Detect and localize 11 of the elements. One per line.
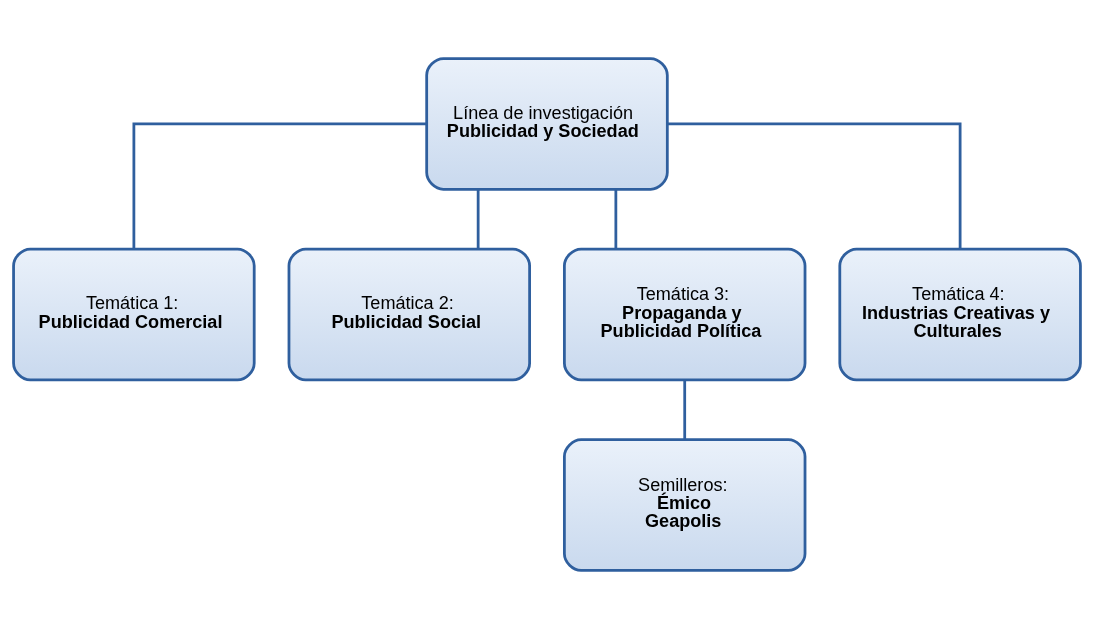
node-box: Línea de investigación Publicidad y Sociedad bbox=[425, 56, 669, 191]
node-box: Temática 4: Industrias Creativas y Culturales bbox=[838, 247, 1082, 381]
node-box: Semilleros: Émico Geapolis bbox=[563, 437, 807, 572]
connector bbox=[683, 379, 687, 439]
node-box: Temática 3: Propaganda y Publicidad Política bbox=[563, 247, 807, 381]
node-box: Temática 1: Publicidad Comercial bbox=[12, 247, 256, 381]
node-box: Temática 2: Publicidad Social bbox=[287, 247, 531, 381]
connector bbox=[132, 122, 427, 249]
connector bbox=[614, 189, 618, 249]
connector bbox=[667, 122, 962, 249]
connector bbox=[476, 189, 480, 249]
